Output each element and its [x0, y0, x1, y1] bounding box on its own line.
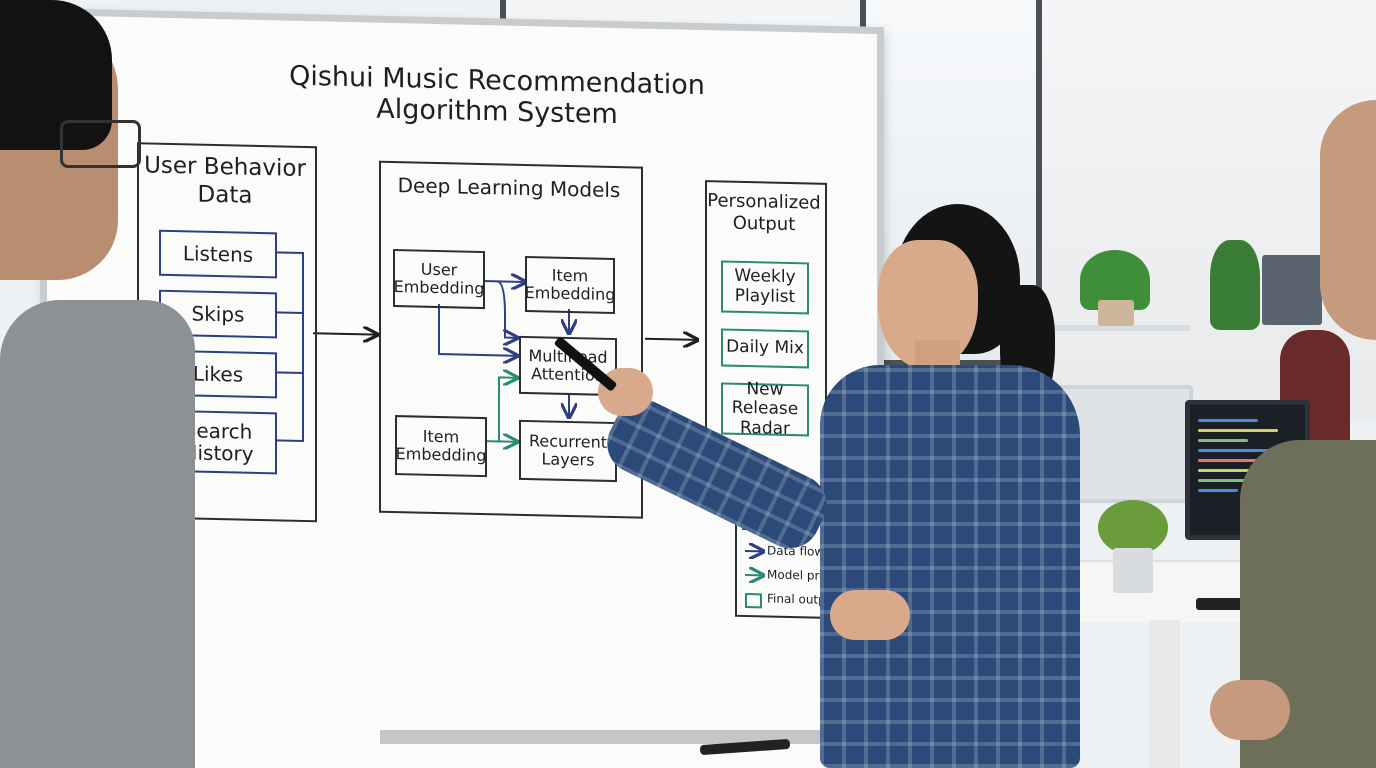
box-line: Item — [422, 426, 460, 447]
wall-shelf — [1040, 325, 1190, 331]
box-line: User — [420, 259, 458, 280]
desk-leg — [1150, 620, 1180, 768]
recurrent-layers-box: Recurrent Layers — [519, 419, 617, 483]
box-line: New Release — [731, 378, 799, 420]
heading-line: Data — [197, 181, 253, 209]
heading-line: Personalized — [707, 190, 821, 214]
listens-box: Listens — [159, 229, 277, 279]
flow-arrows — [275, 251, 877, 768]
box-line: Layers — [541, 449, 595, 470]
right-viewer-head — [1320, 100, 1376, 340]
box-line: Radar — [739, 417, 791, 439]
box-line: Playlist — [734, 285, 796, 308]
legend-output-swatch — [745, 592, 762, 609]
whiteboard: Qishui Music Recommendation Algorithm Sy… — [40, 8, 884, 768]
user-behavior-heading: User Behavior Data — [137, 152, 313, 211]
box-line: Embedding — [395, 444, 487, 466]
box-line: Embedding — [393, 277, 485, 299]
presenter-plaid-shirt — [820, 365, 1080, 768]
weekly-playlist-box: Weekly Playlist — [721, 260, 809, 315]
left-viewer-body — [0, 300, 195, 768]
new-release-radar-box: New Release Radar — [721, 378, 809, 439]
heading-line: Output — [732, 212, 796, 235]
box-line: Embedding — [524, 282, 616, 305]
plant-pot — [1098, 300, 1134, 326]
box-line: Recurrent — [529, 430, 607, 452]
desk-plant — [1098, 500, 1168, 555]
heading-line: User Behavior — [144, 152, 306, 183]
hanging-plant — [1210, 240, 1260, 330]
left-viewer-hair — [0, 0, 112, 150]
marker-tray — [380, 730, 820, 744]
presenter-hand — [830, 590, 910, 640]
item-embedding-top-box: Item Embedding — [524, 256, 616, 315]
daily-mix-box: Daily Mix — [721, 328, 809, 369]
box-line: Item — [551, 265, 589, 286]
right-viewer-hand — [1210, 680, 1290, 740]
binder — [1262, 255, 1322, 325]
glasses — [60, 120, 141, 168]
user-embedding-box: User Embedding — [393, 249, 485, 310]
item-embedding-bottom-box: Item Embedding — [395, 415, 487, 478]
desk-plant-pot — [1113, 548, 1153, 593]
personalized-output-heading: Personalized Output — [705, 190, 823, 236]
